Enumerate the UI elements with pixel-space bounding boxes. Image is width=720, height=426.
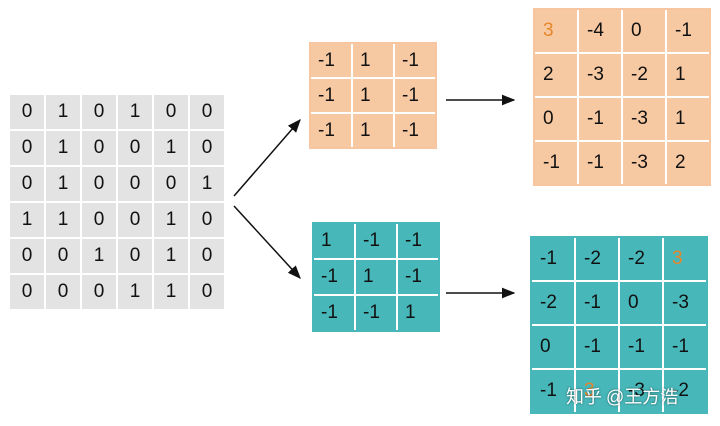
input-matrix-cell: 0 xyxy=(82,131,116,165)
output-bottom-cell: -3 xyxy=(620,370,662,412)
kernel-bottom-cell: -1 xyxy=(314,296,354,330)
input-matrix-cell: 0 xyxy=(10,275,44,309)
output-top-cell: -2 xyxy=(623,54,665,96)
output-top-cell: 0 xyxy=(535,98,577,140)
input-matrix-cell: 0 xyxy=(10,167,44,201)
input-matrix-cell: 0 xyxy=(118,239,152,273)
output-bottom-cell: -1 xyxy=(620,326,662,368)
input-matrix-cell: 0 xyxy=(118,203,152,237)
kernel-bottom-cell: -1 xyxy=(398,224,438,258)
input-matrix-cell: 0 xyxy=(82,203,116,237)
input-matrix-cell: 1 xyxy=(46,167,80,201)
kernel-bottom-cell: -1 xyxy=(398,260,438,294)
output-bottom-cell: -1 xyxy=(532,238,574,280)
output-top-cell: -1 xyxy=(579,142,621,184)
kernel-bottom-cell: -1 xyxy=(356,296,396,330)
arrow-input-to-kernel-top xyxy=(233,118,301,197)
input-matrix-cell: 0 xyxy=(82,275,116,309)
output-top-cell: -3 xyxy=(579,54,621,96)
kernel-bottom-cell: 1 xyxy=(398,296,438,330)
output-bottom-cell: 3 xyxy=(576,370,618,412)
arrow-input-to-kernel-bottom xyxy=(233,205,301,279)
input-matrix-cell: 0 xyxy=(190,239,224,273)
output-top-cell: 1 xyxy=(667,98,709,140)
kernel-top-cell: 1 xyxy=(353,44,393,77)
output-top-cell: -3 xyxy=(623,98,665,140)
output-bottom-cell: -1 xyxy=(576,282,618,324)
output-bottom-cell: -2 xyxy=(532,282,574,324)
input-matrix-cell: 1 xyxy=(118,95,152,129)
output-top-cell: -1 xyxy=(667,10,709,52)
kernel-top-cell: 1 xyxy=(353,79,393,112)
input-matrix-cell: 1 xyxy=(10,203,44,237)
input-matrix-cell: 1 xyxy=(154,131,188,165)
output-bottom-cell: -1 xyxy=(532,370,574,412)
watermark: 知乎 @王方浩 xyxy=(566,383,678,409)
input-matrix-cell: 0 xyxy=(154,95,188,129)
input-matrix-cell: 0 xyxy=(10,95,44,129)
output-top-cell: 2 xyxy=(667,142,709,184)
kernel-bottom-cell: 1 xyxy=(356,260,396,294)
kernel-bottom-cell: -1 xyxy=(356,224,396,258)
output-top-cell: 1 xyxy=(667,54,709,96)
input-matrix-cell: 0 xyxy=(82,95,116,129)
input-matrix-cell: 0 xyxy=(82,167,116,201)
output-top-cell: -1 xyxy=(579,98,621,140)
input-matrix-cell: 1 xyxy=(46,95,80,129)
watermark-site: 知乎 xyxy=(566,387,602,407)
watermark-author: @王方浩 xyxy=(606,387,679,407)
input-matrix-cell: 1 xyxy=(118,275,152,309)
input-matrix-cell: 0 xyxy=(46,275,80,309)
output-top-cell: 2 xyxy=(535,54,577,96)
kernel-top-cell: -1 xyxy=(395,44,435,77)
input-matrix-cell: 0 xyxy=(154,167,188,201)
output-bottom-cell: 0 xyxy=(532,326,574,368)
kernel-top-cell: -1 xyxy=(311,44,351,77)
input-matrix-cell: 0 xyxy=(118,167,152,201)
input-matrix-cell: 0 xyxy=(190,95,224,129)
output-top-cell: 0 xyxy=(623,10,665,52)
output-top-cell: -1 xyxy=(535,142,577,184)
input-matrix-cell: 0 xyxy=(46,239,80,273)
kernel-top-cell: -1 xyxy=(395,114,435,147)
input-matrix-cell: 0 xyxy=(190,203,224,237)
output-bottom-cell: -2 xyxy=(620,238,662,280)
output-bottom-cell: -3 xyxy=(664,282,706,324)
output-top-cell: -3 xyxy=(623,142,665,184)
input-matrix-cell: 1 xyxy=(154,275,188,309)
output-top-cell: -4 xyxy=(579,10,621,52)
output-bottom-cell: -2 xyxy=(576,238,618,280)
input-matrix-cell: 0 xyxy=(118,131,152,165)
input-matrix-cell: 0 xyxy=(190,275,224,309)
input-matrix-cell: 0 xyxy=(10,239,44,273)
input-matrix-cell: 1 xyxy=(46,131,80,165)
kernel-top-cell: 1 xyxy=(353,114,393,147)
output-bottom-cell: -1 xyxy=(576,326,618,368)
input-matrix-cell: 0 xyxy=(190,131,224,165)
output-bottom-cell: 3 xyxy=(664,238,706,280)
output-top-cell: 3 xyxy=(535,10,577,52)
kernel-bottom-cell: -1 xyxy=(314,260,354,294)
output-bottom-cell: 0 xyxy=(620,282,662,324)
output-bottom-cell: -2 xyxy=(664,370,706,412)
input-matrix-cell: 1 xyxy=(190,167,224,201)
input-matrix-cell: 1 xyxy=(82,239,116,273)
output-bottom-cell: -1 xyxy=(664,326,706,368)
input-matrix-cell: 0 xyxy=(10,131,44,165)
kernel-top-cell: -1 xyxy=(311,114,351,147)
kernel-bottom-cell: 1 xyxy=(314,224,354,258)
input-matrix-cell: 1 xyxy=(154,203,188,237)
kernel-top-cell: -1 xyxy=(311,79,351,112)
kernel-top-cell: -1 xyxy=(395,79,435,112)
input-matrix-cell: 1 xyxy=(154,239,188,273)
input-matrix-cell: 1 xyxy=(46,203,80,237)
